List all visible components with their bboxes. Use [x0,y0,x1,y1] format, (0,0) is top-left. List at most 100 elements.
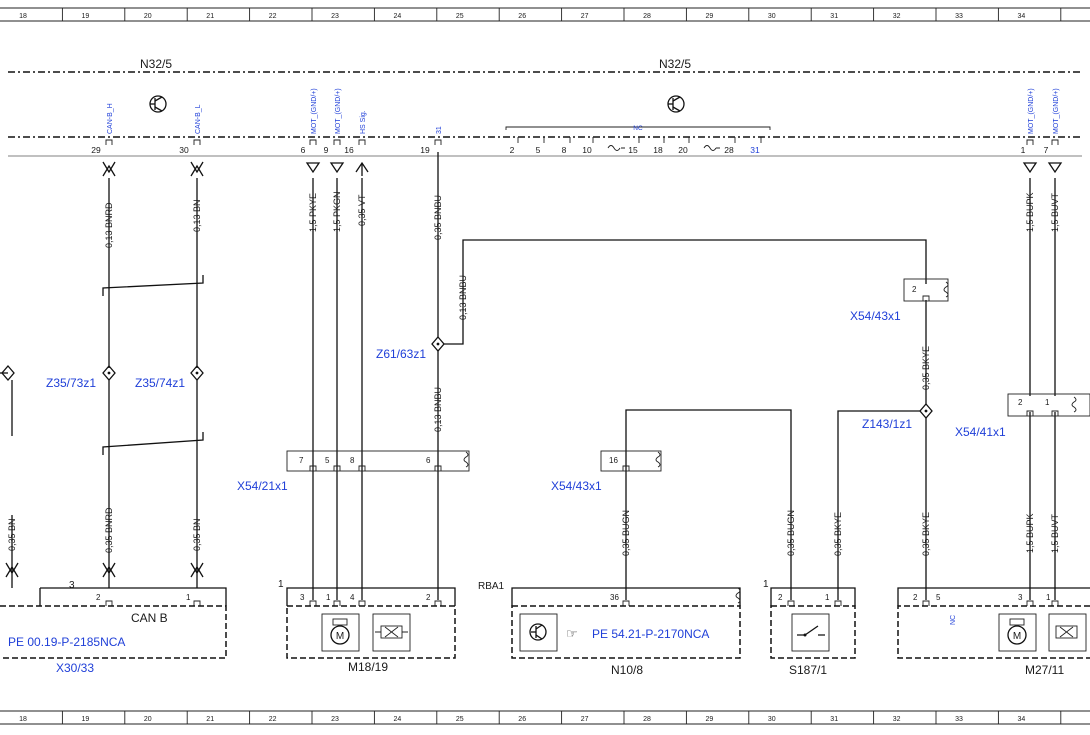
grid-number: 27 [581,716,589,723]
wire-label: 0,35 BN [7,518,17,551]
splice-label: Z35/74z1 [135,376,185,390]
pin-name: HS Sig. [360,110,367,134]
grid-number: 24 [394,13,402,20]
direction-arrows [5,161,1063,578]
grid-number: 25 [456,716,464,723]
wire-label: 1,5 BUVT [1050,192,1060,232]
wire-label: 1,5 BUPK [1025,513,1035,553]
component-pin: 3 [1018,593,1023,602]
component-name: M18/19 [348,660,388,674]
reference-link: PE 00.19-P-2185NCA [8,635,125,649]
wire-label: 0,13 BNRD [104,202,114,248]
component-label-left: N32/5 [140,57,172,71]
component-m18-19: M [286,587,456,659]
connector-x54-41x1 [1007,393,1090,417]
pin-cap [1051,600,1059,606]
grid-number: 18 [19,716,27,723]
pin-name: CAN-B_L [195,104,202,134]
pin-cap [358,465,366,471]
transistor-icon [667,95,685,113]
grid-number: 27 [581,13,589,20]
grid-number: 31 [830,13,838,20]
pin-cap [1026,410,1034,416]
pin-cap [309,139,317,145]
component-pin: 1 [825,593,830,602]
wire-label: 0,35 BKYE [833,512,843,556]
pin-name: 31 [436,126,443,134]
n32-5-frame: N32/5 N32/5 NC [8,57,1082,157]
grid-number: 32 [893,716,901,723]
pin-number: 8 [562,145,567,155]
wire-label: 0,35 BN [192,518,202,551]
pin-cap [193,139,201,145]
component-pin: 1 [186,593,191,602]
pin-cap [309,465,317,471]
component-name: N10/8 [611,663,643,677]
pin-name: MOT_(GND/+) [335,88,342,134]
connector-pin: 16 [609,456,618,465]
wire-label: 1,5 BUVT [1050,513,1060,553]
pin-number: 9 [324,145,329,155]
connector-pin: 1 [1045,398,1050,407]
pin-cap [333,465,341,471]
pin-name: MOT_(GND/+) [1028,88,1035,134]
wire-label: 0,13 BN [192,199,202,232]
actuator-icon [372,613,411,652]
motor-icon: M [321,613,360,652]
connector-x54-43x1-mid [600,450,662,472]
component-pin: 2 [913,593,918,602]
pin-number: 16 [344,145,354,155]
wire-label: 0,35 BNBU [433,195,443,240]
grid-number: 22 [269,13,277,20]
component-pin: 1 [1046,593,1051,602]
component-pin: 3 [300,593,305,602]
component-pin: RBA1 [478,581,505,592]
wire-label: 0,13 BNBU [458,275,468,320]
pin-cap [1026,600,1034,606]
component-pin: 3 [69,580,75,591]
component-name: X30/33 [56,661,94,675]
connector-label: X54/21x1 [237,479,288,493]
connector-pin: 7 [299,456,304,465]
component-pin: 1 [326,593,331,602]
wire-label: 0,35 BKYE [921,512,931,556]
wiring-lines [0,152,1056,600]
wire-label: 1,5 PKGN [332,191,342,232]
pin-name: MOT_(GND/+) [311,88,318,134]
grid-number: 23 [331,716,339,723]
connector-pin: 2 [912,285,917,294]
pin-cap [358,600,366,606]
grid-number: 24 [394,716,402,723]
splice-label: Z143/1z1 [862,417,912,431]
wire-label: 1,5 BUPK [1025,192,1035,232]
grid-number: 20 [144,13,152,20]
pin-cap [434,139,442,145]
bridge-symbol [703,145,720,151]
connector-x54-21x1 [286,450,470,472]
component-label-right: N32/5 [659,57,691,71]
connector-label: X54/41x1 [955,425,1006,439]
grid-number: 26 [518,716,526,723]
connector-pin: 8 [350,456,355,465]
grid-number: 23 [331,13,339,20]
grid-number: 19 [82,716,90,723]
pin-number: 7 [1044,145,1049,155]
splice-points [1,336,933,419]
wire-label: 0,35 BUGN [621,510,631,556]
pin-cap [622,600,630,606]
pin-name: CAN-B_H [107,103,114,134]
pin-number: 31 [750,145,760,155]
component-name: S187/1 [789,663,827,677]
motor-icon: M [998,613,1037,652]
pin-number: 1 [1021,145,1026,155]
pin-cap [1051,410,1059,416]
grid-number: 29 [706,13,714,20]
component-name: M27/11 [1025,663,1064,677]
splice-label: Z61/63z1 [376,347,426,361]
actuator-icon [1048,613,1087,652]
grid-number: 22 [269,716,277,723]
pin-cap [434,600,442,606]
grid-number: 26 [518,13,526,20]
